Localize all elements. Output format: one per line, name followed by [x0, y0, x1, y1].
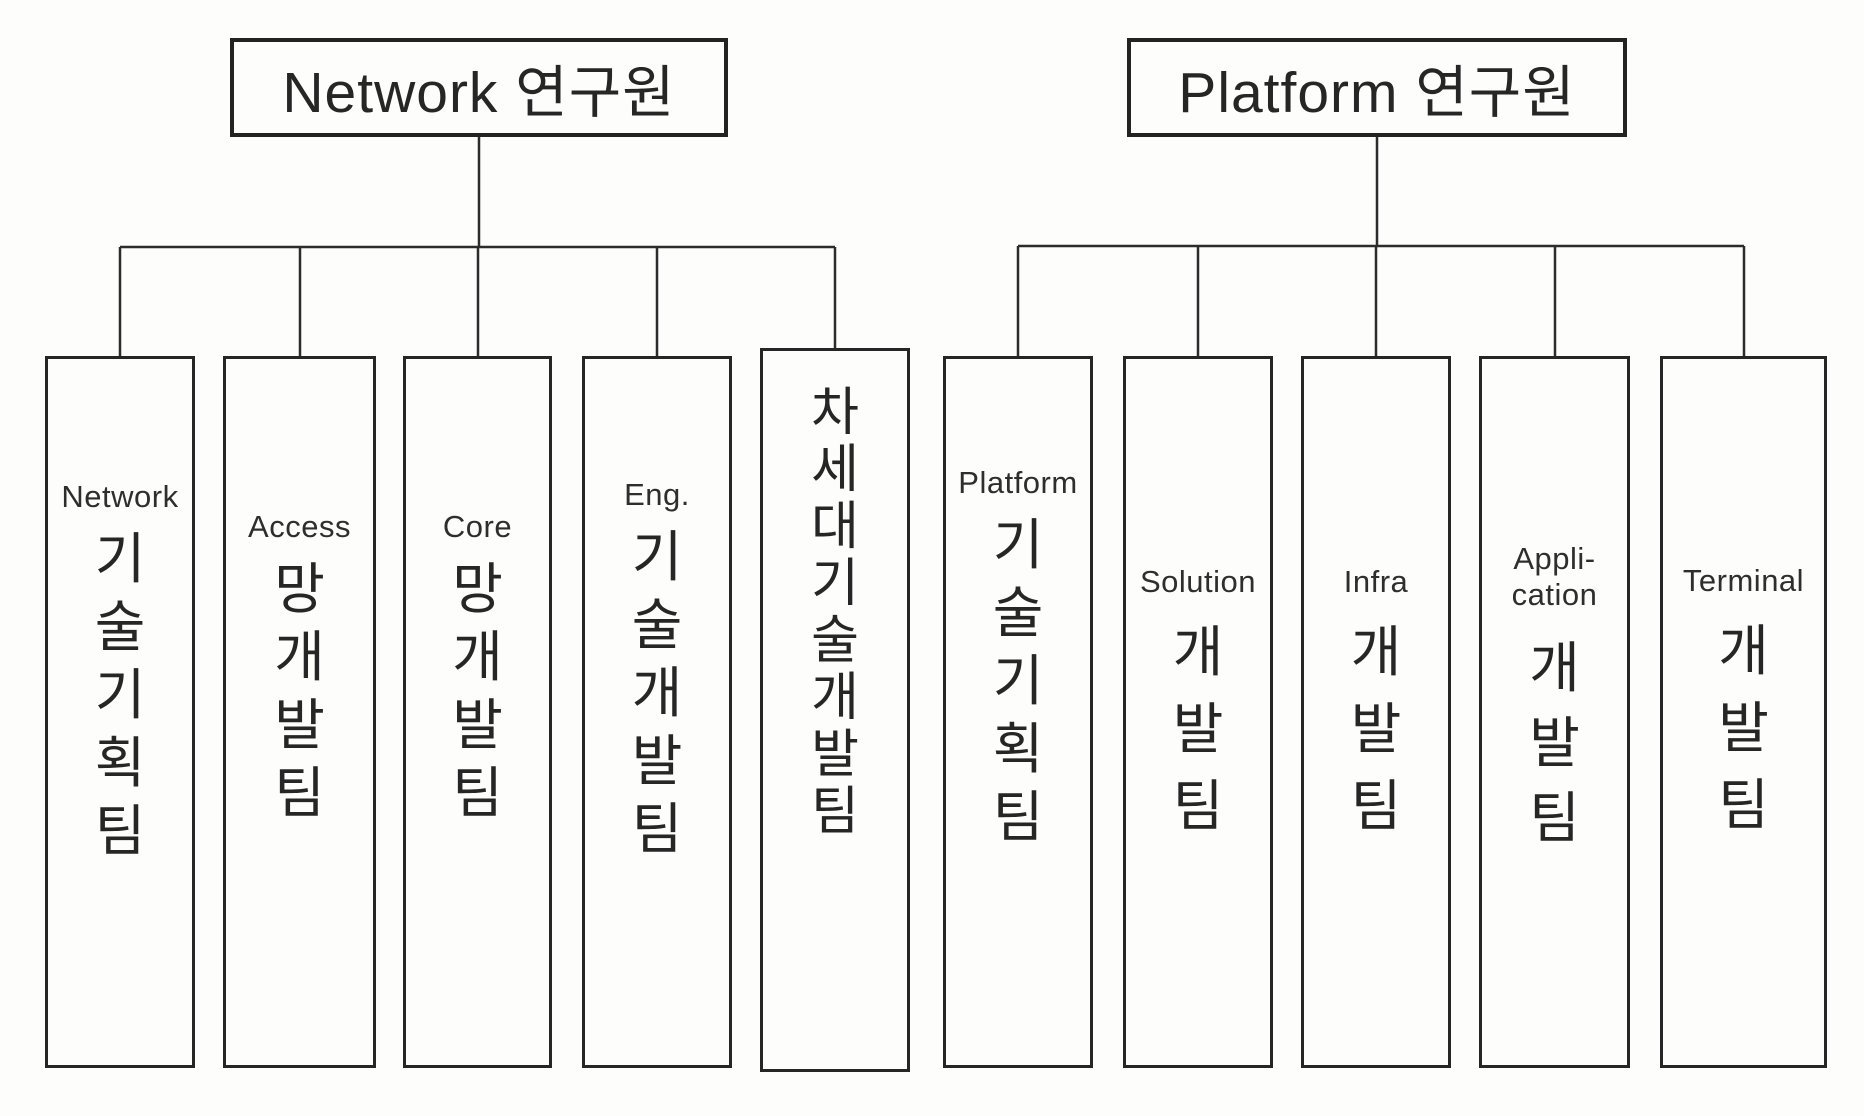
- team-label-en: Platform: [958, 465, 1078, 500]
- team-label-en: Eng.: [624, 477, 690, 512]
- team-box-platform-tech-planning: Platform 기 술 기 획 팀: [943, 356, 1093, 1068]
- team-box-solution-dev: Solution 개 발 팀: [1123, 356, 1273, 1068]
- team-label-ko: 개 발 팀: [1718, 620, 1769, 836]
- division-title: Platform 연구원: [1178, 60, 1576, 125]
- team-label-ko: 기 술 개 발 팀: [631, 526, 683, 860]
- team-box-network-tech-planning: Network 기 술 기 획 팀: [45, 356, 195, 1068]
- team-box-infra-dev: Infra 개 발 팀: [1301, 356, 1451, 1068]
- team-label-en: Appli- cation: [1511, 541, 1598, 612]
- team-box-eng-tech-dev: Eng. 기 술 개 발 팀: [582, 356, 732, 1068]
- team-label-en: Core: [442, 509, 513, 544]
- team-box-application-dev: Appli- cation 개 발 팀: [1479, 356, 1630, 1068]
- team-label-ko: 개 발 팀: [1350, 621, 1402, 837]
- team-label-ko: 차 세 대 기 술 개 발 팀: [811, 384, 859, 841]
- team-box-core-network-dev: Core 망 개 발 팀: [403, 356, 552, 1068]
- team-label-ko: 개 발 팀: [1172, 621, 1224, 837]
- team-label-ko: 기 술 기 획 팀: [992, 514, 1044, 848]
- team-label-en: Terminal: [1682, 563, 1805, 598]
- team-label-en: Network: [61, 479, 179, 514]
- division-box-platform: Platform 연구원: [1127, 38, 1627, 137]
- team-box-next-gen-tech-dev: 차 세 대 기 술 개 발 팀: [760, 348, 910, 1072]
- team-label-ko: 개 발 팀: [1529, 637, 1580, 849]
- team-box-access-network-dev: Access 망 개 발 팀: [223, 356, 376, 1068]
- division-title: Network 연구원: [282, 60, 676, 125]
- team-label-en: Solution: [1139, 564, 1257, 599]
- team-label-en: Access: [248, 509, 351, 544]
- team-box-terminal-dev: Terminal 개 발 팀: [1660, 356, 1827, 1068]
- division-box-network: Network 연구원: [230, 38, 728, 137]
- team-label-en: Infra: [1343, 564, 1409, 599]
- team-label-ko: 망 개 발 팀: [452, 558, 503, 824]
- team-label-ko: 기 술 기 획 팀: [94, 528, 146, 862]
- team-label-ko: 망 개 발 팀: [274, 558, 325, 824]
